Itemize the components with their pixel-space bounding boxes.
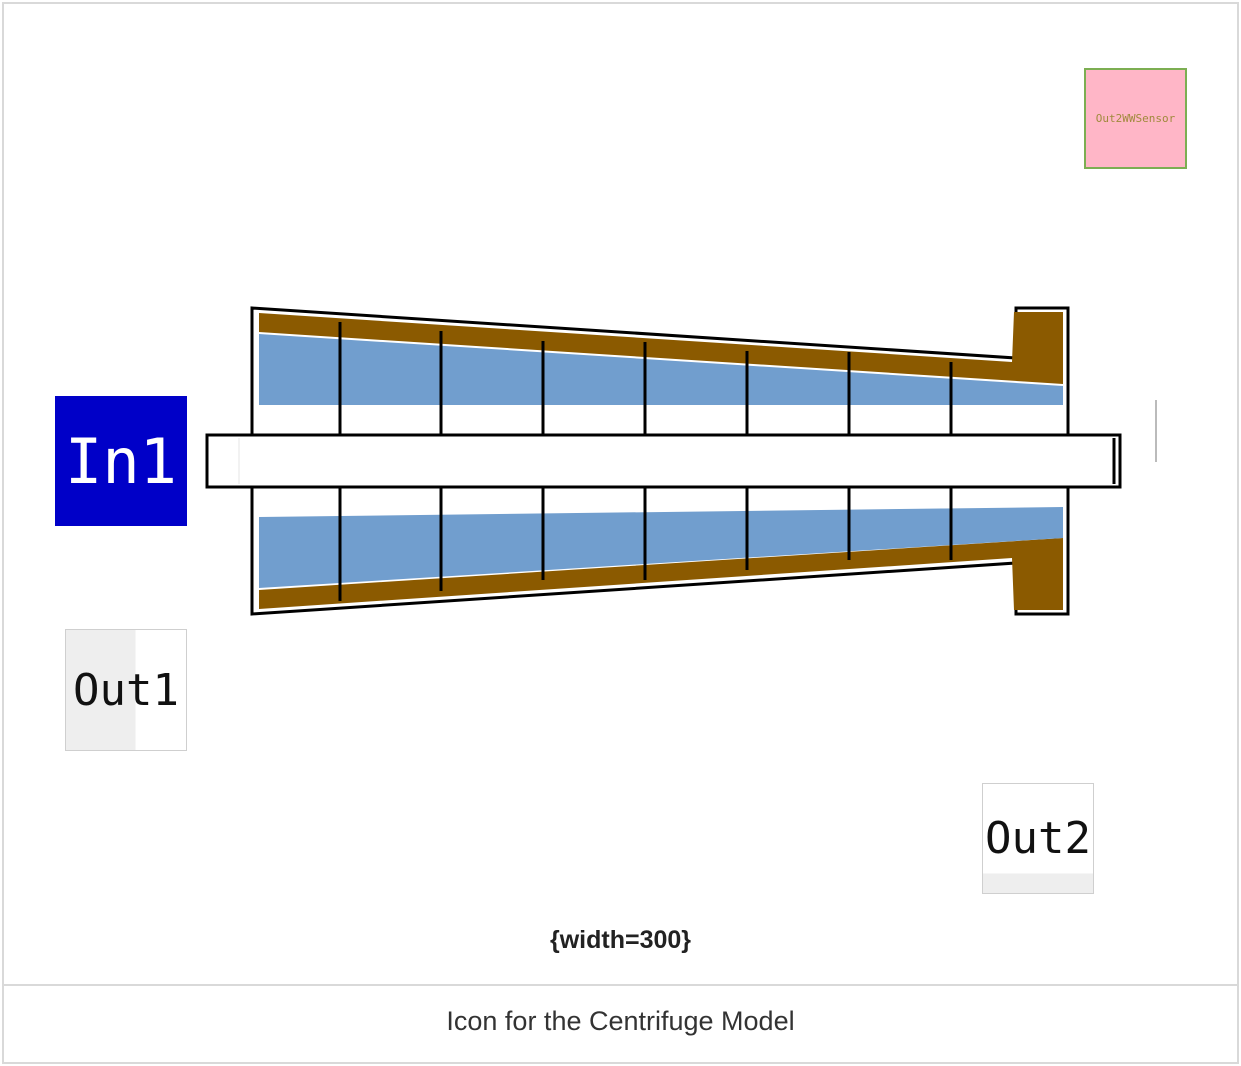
central-shaft <box>205 433 1122 489</box>
caption-divider <box>2 984 1239 986</box>
bowl-wall-bottom <box>259 538 1063 610</box>
out2-ww-sensor-block: Out2WWSensor <box>1084 68 1187 169</box>
screw-blades-top <box>338 322 953 435</box>
out2-block: Out2 <box>982 783 1094 894</box>
bowl-wall-top <box>259 312 1063 384</box>
width-annotation: {width=300} <box>549 926 692 954</box>
screw-blades-bottom <box>338 487 953 601</box>
out1-block: Out1 <box>65 629 187 751</box>
figure-caption: Icon for the Centrifuge Model <box>446 1006 795 1036</box>
liquid-bottom <box>259 507 1063 588</box>
in1-block: In1 <box>55 396 187 526</box>
liquid-top <box>259 334 1063 405</box>
